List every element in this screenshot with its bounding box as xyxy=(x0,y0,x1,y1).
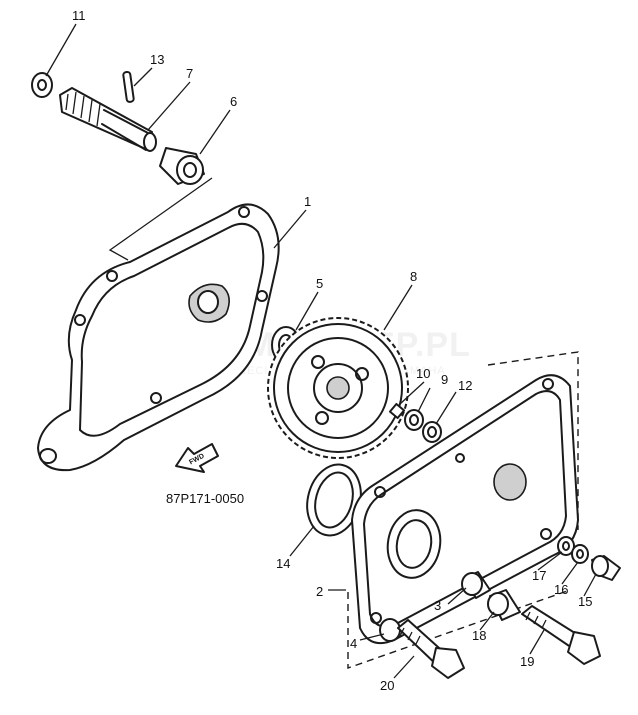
part-10-key xyxy=(388,402,406,420)
callout-12: 12 xyxy=(458,378,472,393)
guide-line-shaft xyxy=(108,177,213,261)
callout-1: 1 xyxy=(304,194,311,209)
part-6-bushing xyxy=(159,147,205,185)
callout-20: 20 xyxy=(380,678,394,693)
callout-13: 13 xyxy=(150,52,164,67)
part-12-circlip xyxy=(422,421,442,443)
callout-2: 2 xyxy=(316,584,323,599)
callout-4: 4 xyxy=(350,636,357,651)
part-9-washer xyxy=(404,409,424,431)
part-20-bolt xyxy=(397,619,465,679)
forward-arrow-icon: FWD xyxy=(175,443,219,473)
part-19-bolt xyxy=(521,605,601,665)
part-2-cover xyxy=(351,374,579,644)
part-15-bolt xyxy=(591,555,621,581)
callout-6: 6 xyxy=(230,94,237,109)
part-17-washer xyxy=(557,536,575,556)
callout-18: 18 xyxy=(472,628,486,643)
part-11-washer xyxy=(31,72,53,98)
part-13-pin xyxy=(122,70,135,103)
callout-9: 9 xyxy=(441,372,448,387)
part-code: 87P171-0050 xyxy=(166,491,244,506)
leader-lines xyxy=(45,23,597,679)
callout-3: 3 xyxy=(434,598,441,613)
part-7-shaft xyxy=(59,87,157,152)
part-3-dowel xyxy=(461,571,491,599)
part-4-washer xyxy=(379,618,401,642)
callout-8: 8 xyxy=(410,269,417,284)
callout-5: 5 xyxy=(316,276,323,291)
callout-14: 14 xyxy=(276,556,290,571)
callout-15: 15 xyxy=(578,594,592,609)
part-18-dowel xyxy=(487,589,521,621)
part-8-gear xyxy=(267,317,409,459)
assembly-dashed-bracket xyxy=(347,351,579,669)
callout-11: 11 xyxy=(72,8,86,23)
callout-7: 7 xyxy=(186,66,193,81)
callout-16: 16 xyxy=(554,582,568,597)
part-1-cover xyxy=(37,203,280,472)
callout-labels: 11 13 7 6 1 5 8 10 9 12 14 2 3 4 17 16 1… xyxy=(72,8,592,693)
part-16-washer xyxy=(571,544,589,564)
callout-19: 19 xyxy=(520,654,534,669)
callout-10: 10 xyxy=(416,366,430,381)
callout-17: 17 xyxy=(532,568,546,583)
